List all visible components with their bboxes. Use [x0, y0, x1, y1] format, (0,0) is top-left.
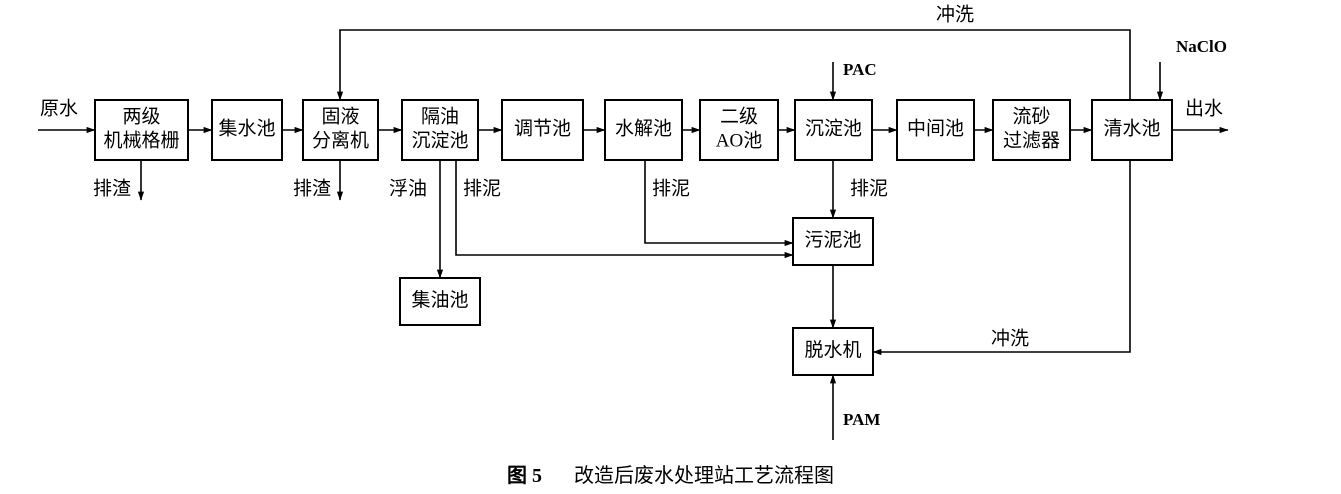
edge-label-sludge-3: 排泥	[850, 177, 888, 199]
node-box-sandfilter[interactable]	[992, 99, 1071, 161]
node-hydrolysis[interactable]: 水解池	[604, 99, 683, 161]
caption-number: 5	[532, 465, 542, 487]
nodes-layer: 两级机械格栅集水池固液分离机隔油沉淀池调节池水解池二级AO池沉淀池中间池流砂过滤…	[94, 99, 1173, 376]
edge-label-pam: PAM	[843, 410, 880, 429]
node-label-separator: 固液	[321, 105, 359, 127]
edge-label-naclo: NaClO	[1176, 37, 1227, 56]
node-label-grille: 机械格栅	[103, 129, 179, 151]
node-box-hydrolysis[interactable]	[604, 99, 683, 161]
node-clearwater[interactable]: 清水池	[1091, 99, 1173, 161]
node-label-hydrolysis: 水解池	[615, 117, 672, 139]
node-label-dehydrator: 脱水机	[804, 339, 861, 361]
node-box-collect[interactable]	[211, 99, 283, 161]
edge-label-slag-2: 排渣	[293, 177, 331, 199]
node-collect[interactable]: 集水池	[211, 99, 283, 161]
node-label-separator: 分离机	[312, 129, 369, 151]
node-label-ao: AO池	[716, 129, 762, 151]
node-box-regulate[interactable]	[501, 99, 584, 161]
edge-label-flush-top: 冲洗	[936, 3, 974, 25]
edge-label-sludge-2: 排泥	[652, 177, 690, 199]
node-label-ao: 二级	[720, 105, 758, 127]
node-label-sandfilter: 过滤器	[1003, 129, 1060, 151]
node-box-dehydrator[interactable]	[792, 327, 874, 376]
edge-flush-bottom-line	[872, 160, 1131, 356]
node-label-oil-sed: 隔油	[421, 105, 459, 127]
node-box-grille[interactable]	[94, 99, 189, 161]
node-box-oil-sed[interactable]	[401, 99, 479, 161]
node-box-sediment[interactable]	[794, 99, 873, 161]
edge-labels-layer: 原水出水冲洗冲洗NaClOPACPAM排渣排渣浮油排泥排泥排泥	[40, 3, 1227, 429]
node-label-collect: 集水池	[218, 117, 275, 139]
node-middle[interactable]: 中间池	[896, 99, 975, 161]
node-sediment[interactable]: 沉淀池	[794, 99, 873, 161]
edge-oilsed-sludge-line	[455, 160, 794, 259]
node-box-oilpool[interactable]	[399, 277, 481, 326]
node-label-regulate: 调节池	[514, 117, 571, 139]
node-regulate[interactable]: 调节池	[501, 99, 584, 161]
node-label-sludgepool: 污泥池	[804, 229, 861, 251]
node-dehydrator[interactable]: 脱水机	[792, 327, 874, 376]
edge-label-sludge-1: 排泥	[463, 177, 501, 199]
node-label-oilpool: 集油池	[411, 289, 468, 311]
node-box-middle[interactable]	[896, 99, 975, 161]
edge-label-flush-bottom: 冲洗	[991, 327, 1029, 349]
node-label-sandfilter: 流砂	[1012, 105, 1050, 127]
figure-caption: 图 5 改造后废水处理站工艺流程图	[0, 459, 1341, 488]
edge-flush-top-line	[336, 29, 1131, 101]
node-box-ao[interactable]	[699, 99, 779, 161]
node-label-oil-sed: 沉淀池	[411, 129, 468, 151]
caption-prefix: 图	[507, 465, 527, 487]
node-box-clearwater[interactable]	[1091, 99, 1173, 161]
node-label-sediment: 沉淀池	[805, 117, 862, 139]
edge-label-float-oil: 浮油	[389, 177, 427, 199]
edge-label-slag-1: 排渣	[93, 177, 131, 199]
node-label-grille: 两级	[122, 105, 160, 127]
edge-hydrolysis-sludge-line	[644, 160, 794, 247]
edge-label-outlet: 出水	[1185, 97, 1223, 119]
caption-title: 改造后废水处理站工艺流程图	[574, 465, 834, 487]
edge-label-inlet: 原水	[40, 97, 78, 119]
node-label-middle: 中间池	[907, 117, 964, 139]
edges-layer	[38, 29, 1229, 440]
node-sludgepool[interactable]: 污泥池	[792, 217, 874, 266]
node-box-separator[interactable]	[302, 99, 379, 161]
edge-label-pac: PAC	[843, 60, 877, 79]
node-box-sludgepool[interactable]	[792, 217, 874, 266]
node-oilpool[interactable]: 集油池	[399, 277, 481, 326]
node-label-clearwater: 清水池	[1103, 117, 1160, 139]
